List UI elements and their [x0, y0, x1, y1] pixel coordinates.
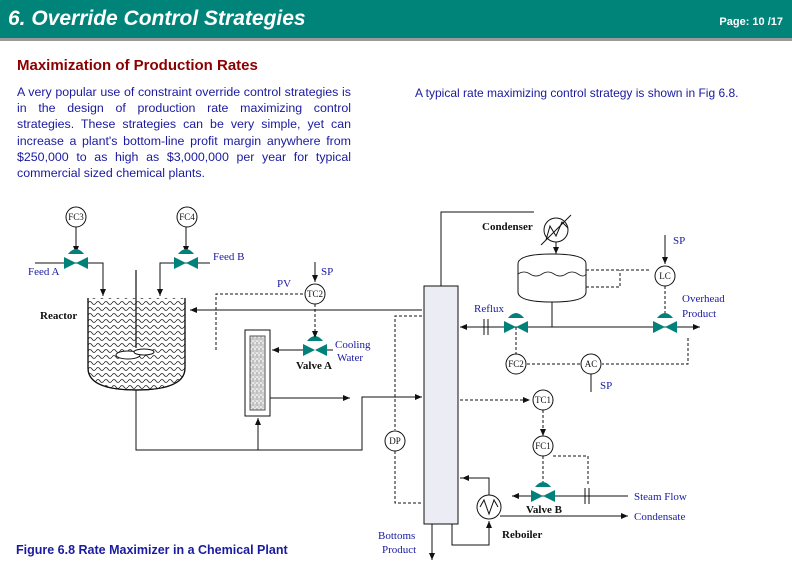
- steam-flow-signal: [553, 455, 589, 486]
- dp-label: DP: [389, 436, 401, 446]
- distillation-column: [423, 285, 459, 525]
- reflux-label: Reflux: [474, 303, 504, 315]
- lc-sp-label: SP: [673, 235, 685, 247]
- reflux-valve: [504, 313, 528, 333]
- fc3-label: FC3: [68, 212, 84, 222]
- feed-b-line: [157, 226, 210, 296]
- steam-flow-label: Steam Flow: [634, 491, 687, 503]
- reboiler-label: Reboiler: [502, 529, 542, 541]
- tc2-sp-label: SP: [321, 266, 333, 278]
- fc2-label: FC2: [508, 359, 524, 369]
- dp-bottom-tap: [394, 451, 422, 504]
- tc1-label: TC1: [535, 395, 551, 405]
- overhead-valve: [653, 313, 677, 333]
- lc-label: LC: [659, 271, 671, 281]
- fc4-label: FC4: [179, 212, 195, 222]
- valve-a-label: Valve A: [296, 360, 332, 372]
- pv-label: PV: [277, 278, 291, 290]
- feed-a-label: Feed A: [28, 266, 60, 278]
- valve-b: [531, 482, 555, 502]
- water-label: Water: [337, 352, 363, 364]
- valve-b-label: Valve B: [526, 504, 563, 516]
- ac-label: AC: [585, 359, 598, 369]
- fc4-instrument: [176, 206, 198, 228]
- valve-a: [303, 336, 327, 356]
- feed-b-label: Feed B: [213, 251, 244, 263]
- overhead-product-label: Product: [682, 308, 716, 320]
- feed-b-valve: [174, 249, 198, 269]
- fc1-label: FC1: [535, 441, 551, 451]
- header-divider: [0, 38, 792, 41]
- reactor-outlet-line: [135, 390, 422, 451]
- figure-caption: Figure 6.8 Rate Maximizer in a Chemical …: [16, 543, 288, 557]
- steam-orifice: [584, 488, 590, 504]
- dp-top-tap: [394, 315, 422, 430]
- cooler-tubes: [249, 335, 266, 411]
- intro-paragraph: A very popular use of constraint overrid…: [17, 85, 351, 181]
- reflux-orifice: [483, 319, 489, 335]
- header-bar: 6. Override Control Strategies Page: 10 …: [0, 0, 792, 38]
- figure-reference-note: A typical rate maximizing control strate…: [415, 86, 739, 100]
- condenser-label: Condenser: [482, 221, 533, 233]
- fc3-instrument: [65, 206, 87, 228]
- ac-input-signal: [602, 338, 689, 365]
- tc2-pv-signal: [215, 293, 303, 350]
- overhead-vapor-line: [440, 211, 534, 286]
- reboiler-feed-line: [451, 521, 492, 546]
- reactor-label: Reactor: [40, 310, 77, 322]
- fc2-instrument: [505, 353, 527, 375]
- feed-a-valve: [64, 249, 88, 269]
- page-indicator: Page: 10 /17: [719, 16, 783, 28]
- page-title: 6. Override Control Strategies: [8, 7, 306, 30]
- tc2-label: TC2: [307, 289, 323, 299]
- tc2-instrument: [304, 283, 326, 305]
- ac-sp-label: SP: [600, 380, 612, 392]
- section-subtitle: Maximization of Production Rates: [17, 57, 258, 74]
- condensate-label: Condensate: [634, 511, 685, 523]
- bottoms-label: Bottoms: [378, 530, 415, 542]
- bottoms-product-label: Product: [382, 544, 416, 556]
- reactor-vessel: [87, 270, 186, 391]
- feed-a-line: [35, 226, 106, 296]
- overhead-label: Overhead: [682, 293, 725, 305]
- reflux-drum: [517, 253, 587, 303]
- cooling-label: Cooling: [335, 339, 371, 351]
